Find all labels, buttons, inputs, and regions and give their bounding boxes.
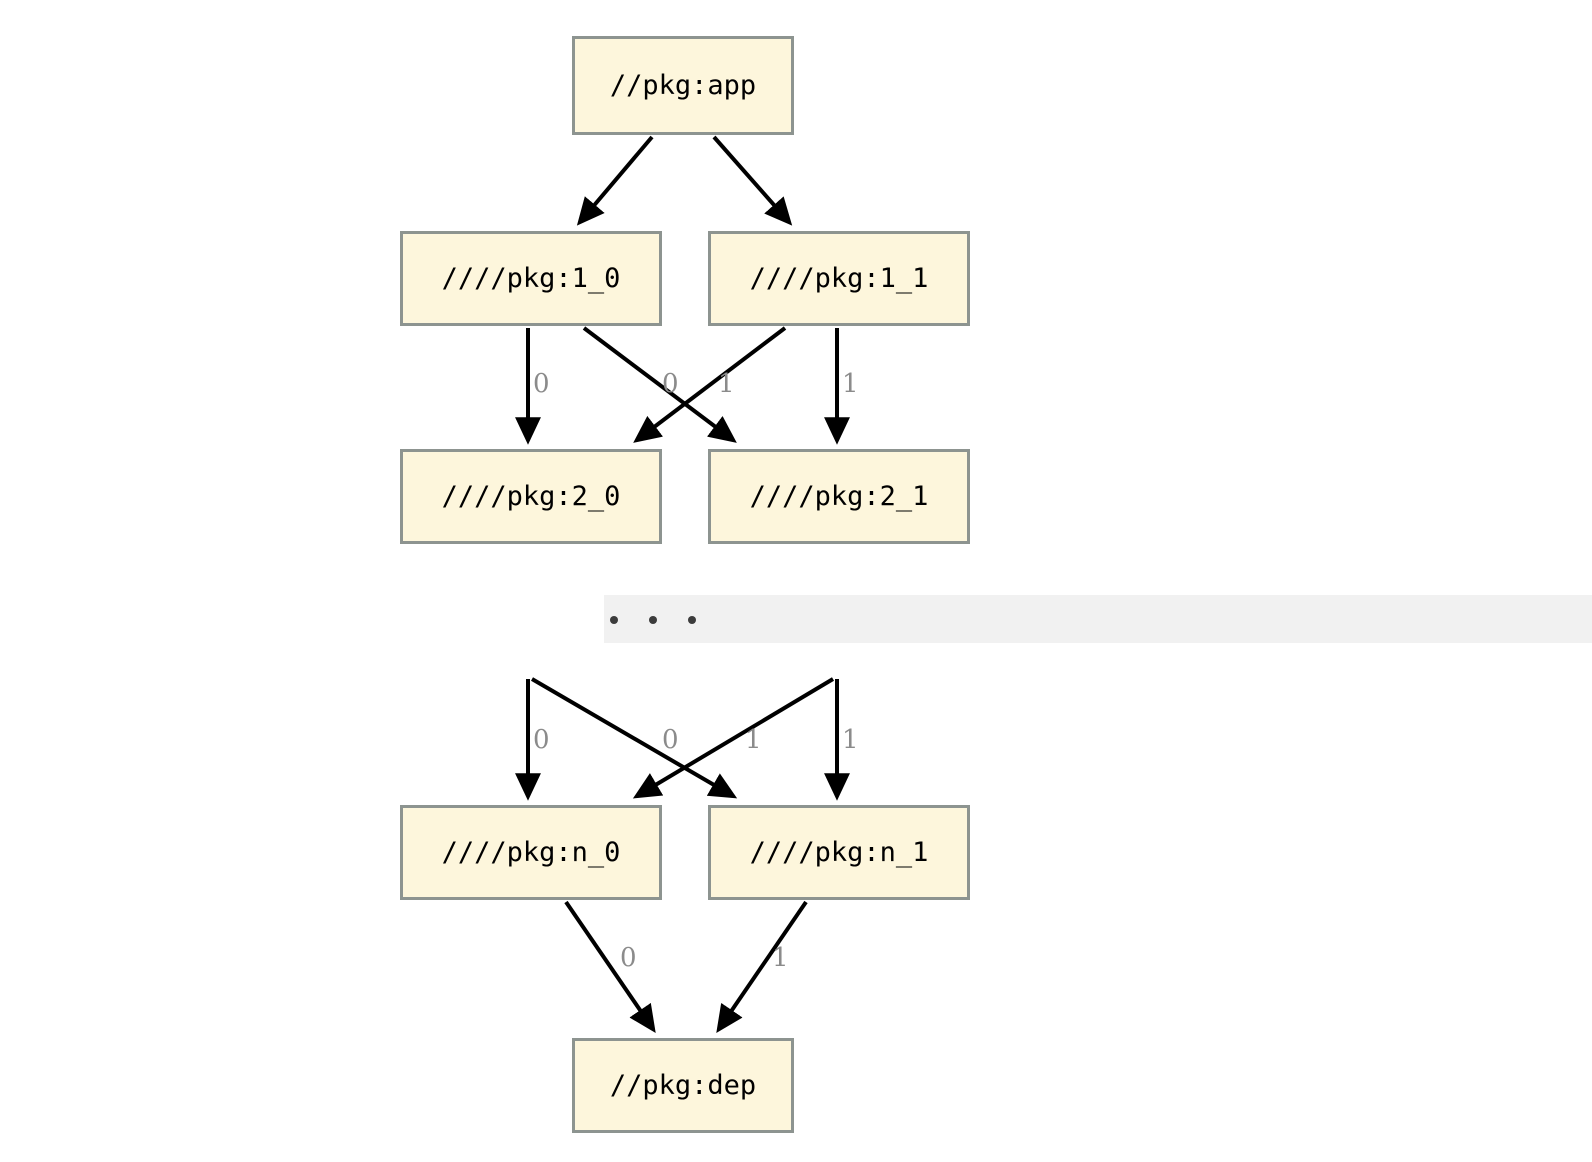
- ellipsis-dot: [649, 616, 657, 624]
- ellipsis-dots: [610, 616, 727, 624]
- graph-node-label: //pkg:app: [609, 70, 757, 101]
- graph-node-nn_1[interactable]: ////pkg:n_1: [708, 805, 970, 900]
- graph-node-label: ////pkg:2_0: [441, 481, 621, 512]
- graph-edge-nn_0-to-dep: [564, 900, 656, 1033]
- graph-edge-label: 0: [533, 725, 550, 755]
- graph-edge-n1_1-to-n2_0: [633, 326, 787, 443]
- graph-edge-label: 0: [533, 369, 550, 399]
- graph-edge-label: 1: [842, 369, 859, 399]
- ellipsis-dot: [688, 616, 696, 624]
- graph-edge-app-to-n1_1: [712, 135, 793, 226]
- graph-node-n1_1[interactable]: ////pkg:1_1: [708, 231, 970, 326]
- graph-edge-label: 0: [662, 725, 679, 755]
- graph-node-n2_0[interactable]: ////pkg:2_0: [400, 449, 662, 544]
- graph-node-app[interactable]: //pkg:app: [572, 36, 794, 135]
- graph-node-label: ////pkg:1_0: [441, 263, 621, 294]
- graph-edge-label: 1: [772, 943, 789, 973]
- graph-edge-label: 1: [842, 725, 859, 755]
- graph-node-label: ////pkg:2_1: [749, 481, 929, 512]
- graph-edge-label: 0: [662, 369, 679, 399]
- ellipsis-dot: [610, 616, 618, 624]
- graph-node-nn_0[interactable]: ////pkg:n_0: [400, 805, 662, 900]
- graph-edge-n1_0-to-n2_1: [582, 326, 737, 443]
- graph-edge-nn_1-to-dep: [716, 900, 808, 1033]
- graph-node-label: ////pkg:n_0: [441, 837, 621, 868]
- graph-node-n2_1[interactable]: ////pkg:2_1: [708, 449, 970, 544]
- graph-edge-label: 1: [745, 725, 762, 755]
- graph-edge-above-to-nn_0: [632, 677, 835, 799]
- ellipsis-band: [604, 595, 1592, 643]
- graph-edge-app-to-n1_0: [576, 135, 654, 226]
- graph-node-dep[interactable]: //pkg:dep: [572, 1038, 794, 1133]
- edge-layer: [515, 135, 850, 1033]
- graph-node-label: //pkg:dep: [609, 1070, 757, 1101]
- graph-node-label: ////pkg:1_1: [749, 263, 929, 294]
- graph-edge-label: 0: [620, 943, 637, 973]
- graph-node-n1_0[interactable]: ////pkg:1_0: [400, 231, 662, 326]
- graph-node-label: ////pkg:n_1: [749, 837, 929, 868]
- graph-edge-above-to-nn_1: [530, 677, 738, 799]
- graph-edge-label: 1: [718, 369, 735, 399]
